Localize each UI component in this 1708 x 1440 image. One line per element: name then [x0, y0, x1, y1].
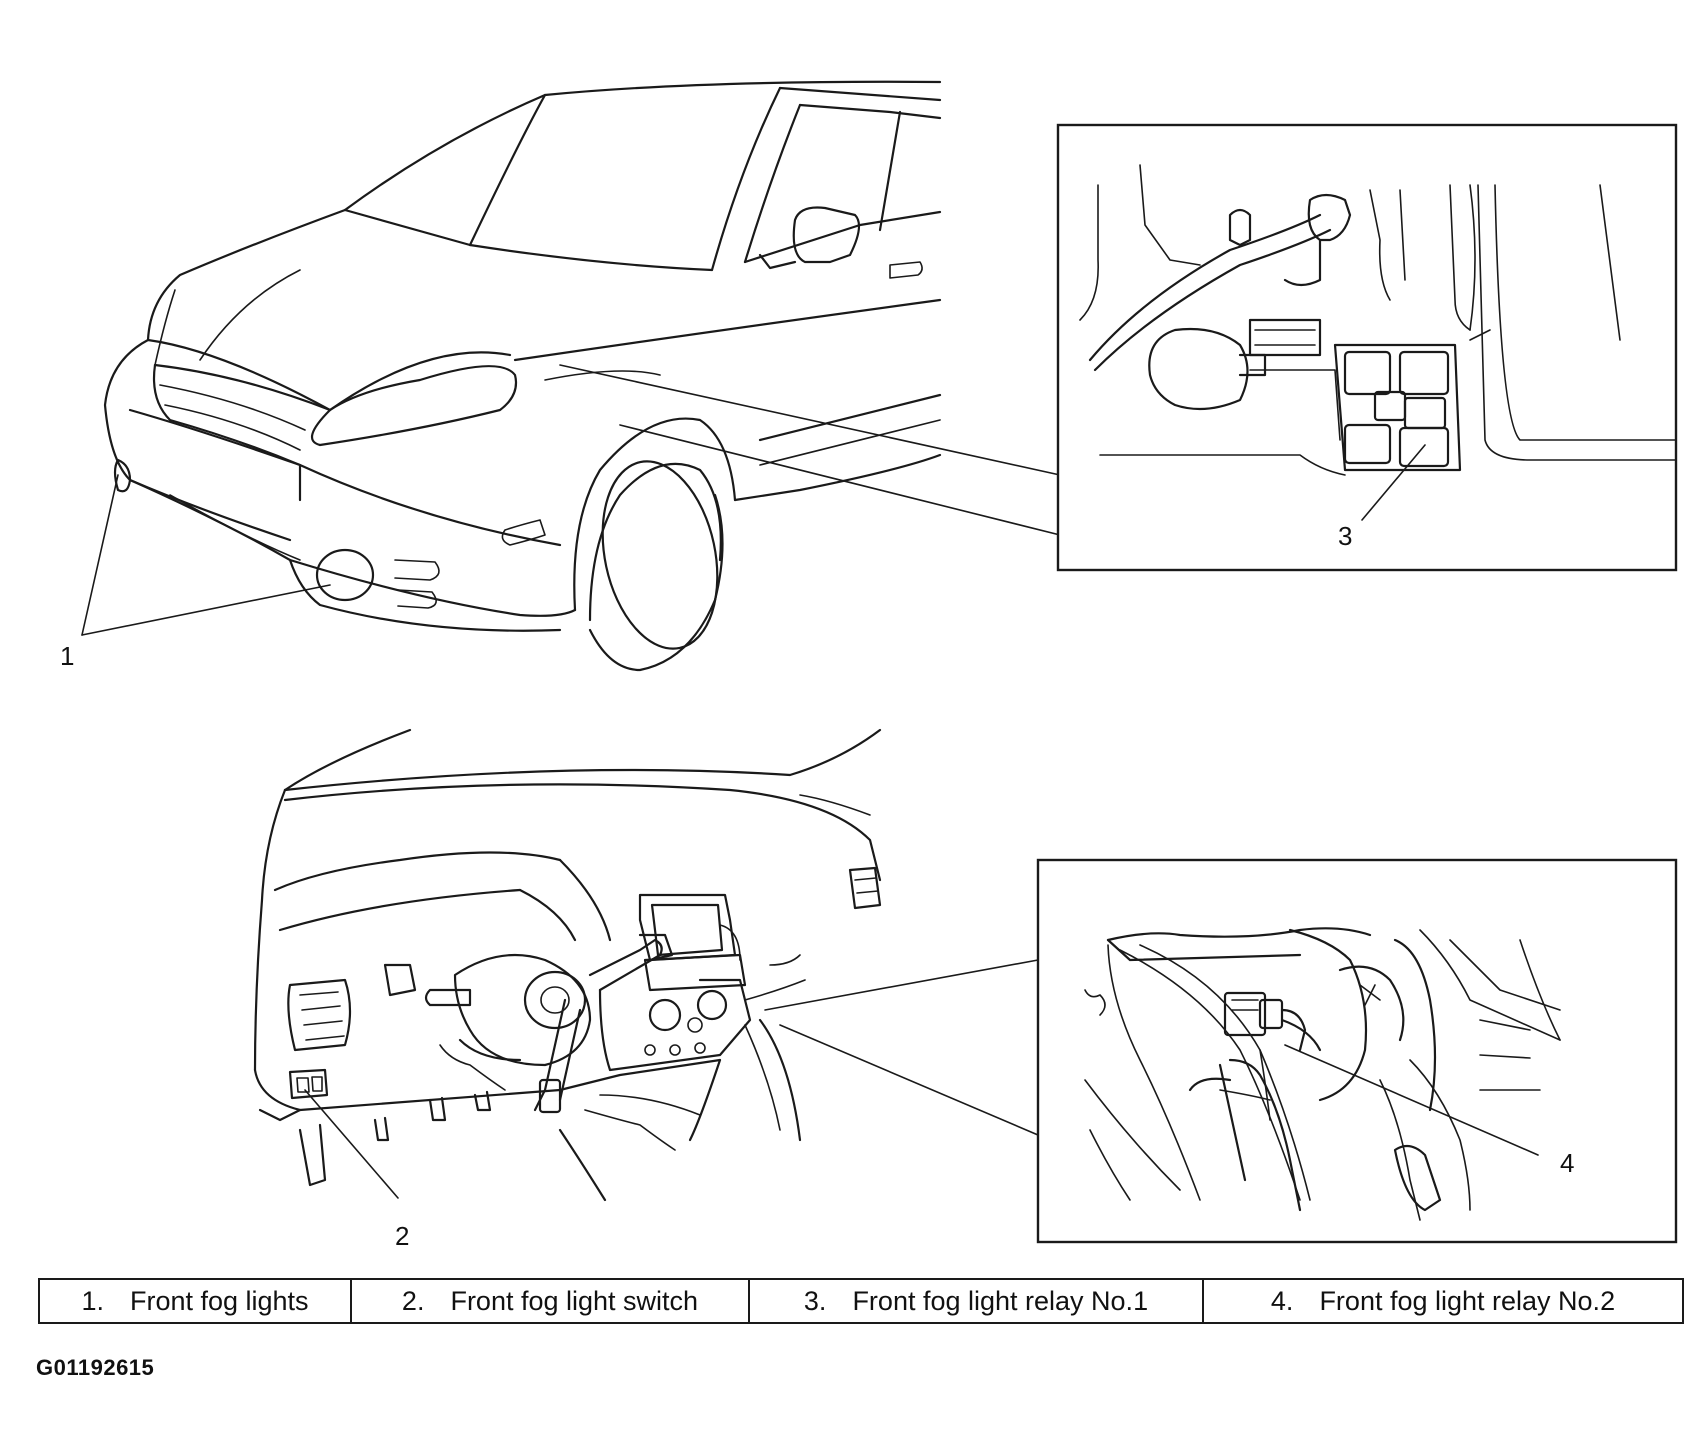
callout-1: 1 [60, 641, 74, 671]
legend-table: 1. Front fog lights 2. Front fog light s… [38, 1278, 1684, 1324]
callout-3: 3 [1338, 521, 1352, 551]
legend-item-3: 3. Front fog light relay No.1 [750, 1280, 1204, 1322]
inset-relay-no2 [1036, 858, 1678, 1244]
legend-item-2: 2. Front fog light switch [352, 1280, 750, 1322]
figure-id: G01192615 [36, 1355, 155, 1380]
inset-relay-box [1056, 123, 1678, 572]
legend-item-4: 4. Front fog light relay No.2 [1270, 1285, 1616, 1316]
legend-item-1: 1. Front fog lights [40, 1280, 352, 1322]
callout-2: 2 [395, 1221, 409, 1251]
car-illustration [103, 80, 1061, 672]
diagram-drawing: 1 2 3 4 [60, 80, 1678, 1251]
dashboard-illustration [253, 728, 1039, 1202]
callout-4: 4 [1560, 1148, 1574, 1178]
